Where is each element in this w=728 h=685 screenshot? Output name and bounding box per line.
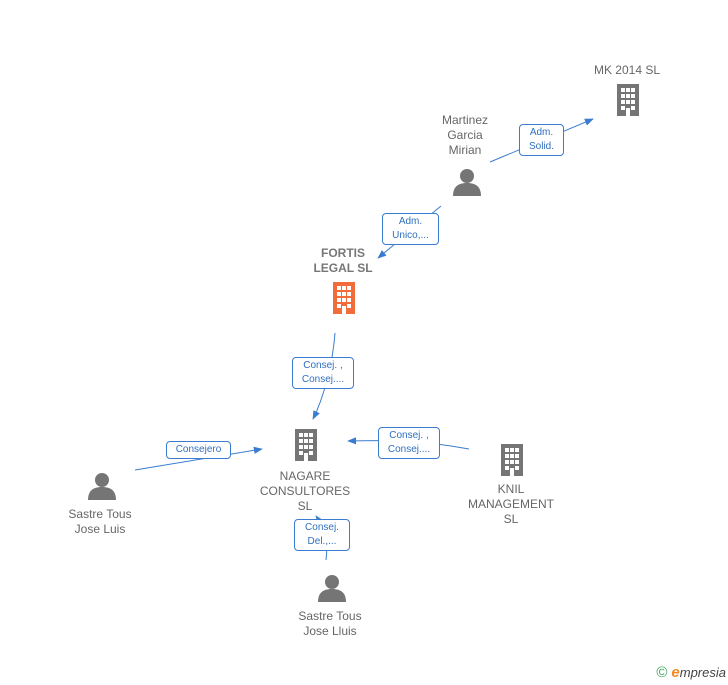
edge-label-martinez-fortis[interactable]: Adm. Unico,...	[382, 213, 439, 245]
node-label-fortis[interactable]: FORTIS LEGAL SL	[300, 246, 386, 276]
node-label-line: Mirian	[448, 143, 482, 157]
node-label-line: Jose Lluis	[303, 624, 357, 638]
person-icon[interactable]	[318, 575, 346, 602]
node-label-line: Sastre Tous	[68, 507, 132, 521]
person-icon[interactable]	[453, 169, 481, 196]
edge-label-line: Solid.	[528, 141, 554, 152]
node-label-sastre-lluis[interactable]: Sastre Tous Jose Lluis	[285, 609, 375, 639]
node-label-martinez[interactable]: Martinez Garcia Mirian	[425, 113, 505, 158]
node-label-line: SL	[503, 512, 519, 526]
edge-label-lluis-nagare[interactable]: Consej. Del.,...	[294, 519, 350, 551]
node-label-line: NAGARE	[279, 469, 331, 483]
brand-e: e	[671, 664, 680, 681]
node-label-knil[interactable]: KNIL MANAGEMENT SL	[461, 482, 561, 527]
node-label-line: Sastre Tous	[298, 609, 362, 623]
building-icon[interactable]	[501, 444, 523, 476]
edge-label-martinez-mk[interactable]: Adm. Solid.	[519, 124, 564, 156]
building-icon[interactable]	[333, 282, 355, 314]
node-label-line: MANAGEMENT	[467, 497, 554, 511]
building-icon[interactable]	[295, 429, 317, 461]
copyright-symbol: ©	[656, 664, 668, 681]
edge-label-line: Consejero	[175, 444, 222, 455]
node-label-nagare[interactable]: NAGARE CONSULTORES SL	[250, 469, 360, 514]
edge-luis-nagare	[134, 446, 263, 471]
node-label-line: FORTIS	[321, 246, 365, 260]
edge-label-fortis-nagare[interactable]: Consej. , Consej....	[292, 357, 354, 389]
edge-label-line: Adm.	[398, 216, 423, 227]
empresia-watermark: ©empresia	[656, 664, 726, 681]
person-icon[interactable]	[88, 473, 116, 500]
edge-label-line: Consej.	[305, 522, 339, 533]
node-label-sastre-luis[interactable]: Sastre Tous Jose Luis	[55, 507, 145, 537]
node-label-line: LEGAL SL	[313, 261, 373, 275]
edge-label-luis-nagare[interactable]: Consejero	[166, 441, 231, 459]
edge-label-line: Unico,...	[392, 230, 429, 241]
edge-label-line: Consej. ,	[303, 360, 343, 371]
edge-label-line: Adm.	[529, 127, 554, 138]
edge-label-line: Consej. ,	[389, 430, 429, 441]
node-label-line: MK 2014 SL	[593, 63, 661, 77]
node-label-line: SL	[297, 499, 313, 513]
edge-label-line: Del.,...	[307, 536, 337, 547]
node-label-line: Martinez	[441, 113, 488, 127]
node-label-line: Garcia	[447, 128, 483, 142]
node-label-line: KNIL	[497, 482, 525, 496]
building-icon[interactable]	[617, 84, 639, 116]
node-label-line: Jose Luis	[74, 522, 126, 536]
node-label-mk2014[interactable]: MK 2014 SL	[585, 63, 669, 78]
brand-rest: mpresia	[679, 665, 726, 680]
edge-label-line: Consej....	[387, 444, 431, 455]
edge-label-knil-nagare[interactable]: Consej. , Consej....	[378, 427, 440, 459]
edge-label-line: Consej....	[301, 374, 345, 385]
node-label-line: CONSULTORES	[259, 484, 351, 498]
